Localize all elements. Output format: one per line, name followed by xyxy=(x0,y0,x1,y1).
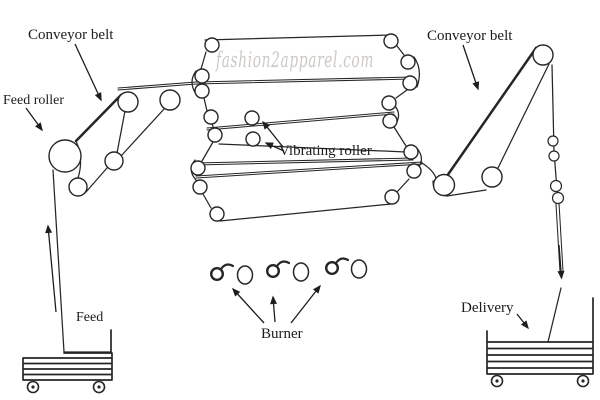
burner-icon xyxy=(209,267,224,282)
conveyor-belt-left-arrow xyxy=(74,43,102,102)
burner-flame xyxy=(292,262,310,282)
wheel-hub xyxy=(97,385,101,389)
central-festoon-section xyxy=(190,33,437,222)
feed-roller-arrow xyxy=(25,107,43,132)
vibrating-roller-arrow-1 xyxy=(262,120,284,148)
festoon-fabric-double-lines xyxy=(194,76,423,179)
roller xyxy=(203,109,219,125)
delivery-arrow xyxy=(516,313,529,330)
delivery-direction-arrow xyxy=(557,244,565,280)
label-feed: Feed xyxy=(76,310,103,325)
roller xyxy=(384,189,400,205)
roller xyxy=(532,44,554,66)
burner-arrow-1 xyxy=(231,287,265,324)
roller xyxy=(209,206,225,222)
label-conveyor-belt-left: Conveyor belt xyxy=(28,27,114,43)
roller xyxy=(403,144,419,160)
watermark-text: fashion2apparel.com xyxy=(215,48,374,72)
vibrating-roller-2 xyxy=(245,131,261,147)
roller xyxy=(117,91,139,113)
label-feed-roller: Feed roller xyxy=(3,93,64,108)
burner-flame xyxy=(236,265,254,285)
roller xyxy=(481,166,503,188)
roller xyxy=(159,89,181,111)
conveyor-belt-right-line xyxy=(445,46,538,178)
roller xyxy=(383,33,399,49)
roller xyxy=(192,179,208,195)
feed-direction-arrow xyxy=(45,224,57,313)
festoon-frame-lines xyxy=(190,34,437,222)
annotations: Conveyor belt Feed roller Vibrating roll… xyxy=(3,27,529,342)
burner-nozzle xyxy=(334,257,350,265)
fabric-stack xyxy=(486,297,594,375)
wheel-hub xyxy=(31,385,35,389)
roller xyxy=(194,83,210,99)
roller xyxy=(549,179,563,193)
label-conveyor-belt-right: Conveyor belt xyxy=(427,28,513,44)
burner-nozzle xyxy=(219,263,235,271)
right-conveyor-assembly xyxy=(432,44,565,343)
vibrating-roller-arrow-2 xyxy=(264,142,285,152)
wheel-hub xyxy=(581,379,585,383)
fabric-entry-double-line xyxy=(117,81,197,91)
wheel-hub xyxy=(495,379,499,383)
conveyor-belt-left-line xyxy=(74,93,123,143)
roller xyxy=(406,163,422,179)
roller xyxy=(381,95,397,111)
burner-arrow-2 xyxy=(270,295,278,323)
roller xyxy=(432,173,456,197)
burner-arrow-3 xyxy=(290,284,321,324)
burner-nozzle xyxy=(275,260,291,268)
fabric-stack xyxy=(22,329,113,381)
roller xyxy=(551,191,565,205)
roller xyxy=(547,135,559,147)
roller xyxy=(190,160,206,176)
burners xyxy=(209,257,368,285)
roller xyxy=(548,150,560,162)
vibrating-roller-1 xyxy=(244,110,260,126)
roller xyxy=(104,151,124,171)
roller xyxy=(382,113,398,129)
burner-icon xyxy=(266,264,281,279)
label-burner: Burner xyxy=(261,326,303,342)
delivery-fabric-double-line xyxy=(555,202,564,273)
conveyor-belt-right-arrow xyxy=(462,44,480,91)
feed-fabric-line xyxy=(52,169,112,353)
burner-icon xyxy=(325,261,340,276)
belt-loop-lines xyxy=(75,107,166,193)
feed-roller-circle xyxy=(48,139,82,173)
label-delivery: Delivery xyxy=(461,300,514,316)
roller xyxy=(400,54,416,70)
roller xyxy=(194,68,210,84)
roller xyxy=(68,177,88,197)
left-conveyor-assembly xyxy=(45,81,197,353)
feed-trolley xyxy=(22,329,113,394)
burner-flame xyxy=(350,259,368,279)
roller xyxy=(402,75,418,91)
roller xyxy=(204,37,220,53)
delivery-trolley xyxy=(486,297,594,388)
label-vibrating-roller: Vibrating roller xyxy=(279,143,372,159)
roller xyxy=(207,127,223,143)
